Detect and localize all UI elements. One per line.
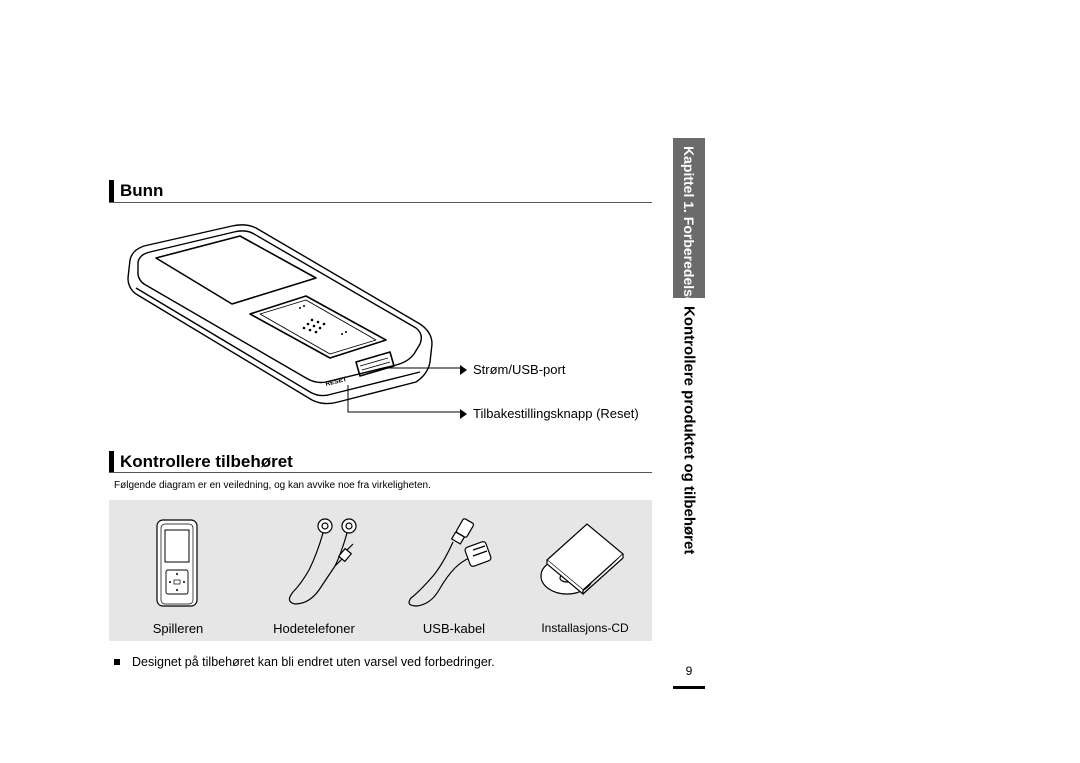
section-bottom-heading: Bunn [109,180,163,202]
chapter-tab: Kapittel 1. Forberedelser [673,138,705,311]
section-bottom-title: Bunn [120,181,164,200]
accessory-label-earphones: Hodetelefoner [273,621,355,636]
accessories-note: Designet på tilbehøret kan bli endret ut… [114,655,495,669]
callout-reset-label: Tilbakestillingsknapp (Reset) [473,406,639,421]
accessories-note-text: Designet på tilbehøret kan bli endret ut… [132,655,495,669]
accessory-label-cd: Installasjons-CD [541,621,629,635]
chapter-title: Kapittel 1. Forberedelser [681,146,697,311]
pointer-icon [460,408,467,419]
device-bottom-illustration: RESET [127,224,433,405]
sidebar-topic: Kontrollere produktet og tilbehøret [673,306,705,554]
accessories-intro: Følgende diagram er en veiledning, og ka… [114,480,431,491]
callout-power-usb-label: Strøm/USB-port [473,362,566,377]
accessory-label-usb-cable: USB-kabel [422,621,486,636]
earphones-icon [288,518,357,605]
square-bullet-icon [114,659,120,665]
accessories-panel: Spilleren Hodetelefoner USB-kabel Instal… [109,500,652,641]
pointer-icon [460,364,467,375]
divider [109,472,652,473]
usb-cable-icon [408,518,492,607]
page-number-bar [673,686,705,689]
mp3-player-icon [156,519,198,607]
section-accessories-title: Kontrollere tilbehøret [120,452,293,471]
callout-power-usb: Strøm/USB-port [460,362,565,377]
accessory-label-player: Spilleren [152,621,204,636]
cd-icon [540,523,624,596]
heading-bar [109,451,114,473]
heading-bar [109,180,114,202]
divider [109,202,652,203]
section-accessories-heading: Kontrollere tilbehøret [109,451,293,473]
sidebar-topic-text: Kontrollere produktet og tilbehøret [680,306,698,555]
callout-lines [347,367,460,413]
page-number: 9 [685,664,693,678]
callout-reset: Tilbakestillingsknapp (Reset) [460,406,639,421]
